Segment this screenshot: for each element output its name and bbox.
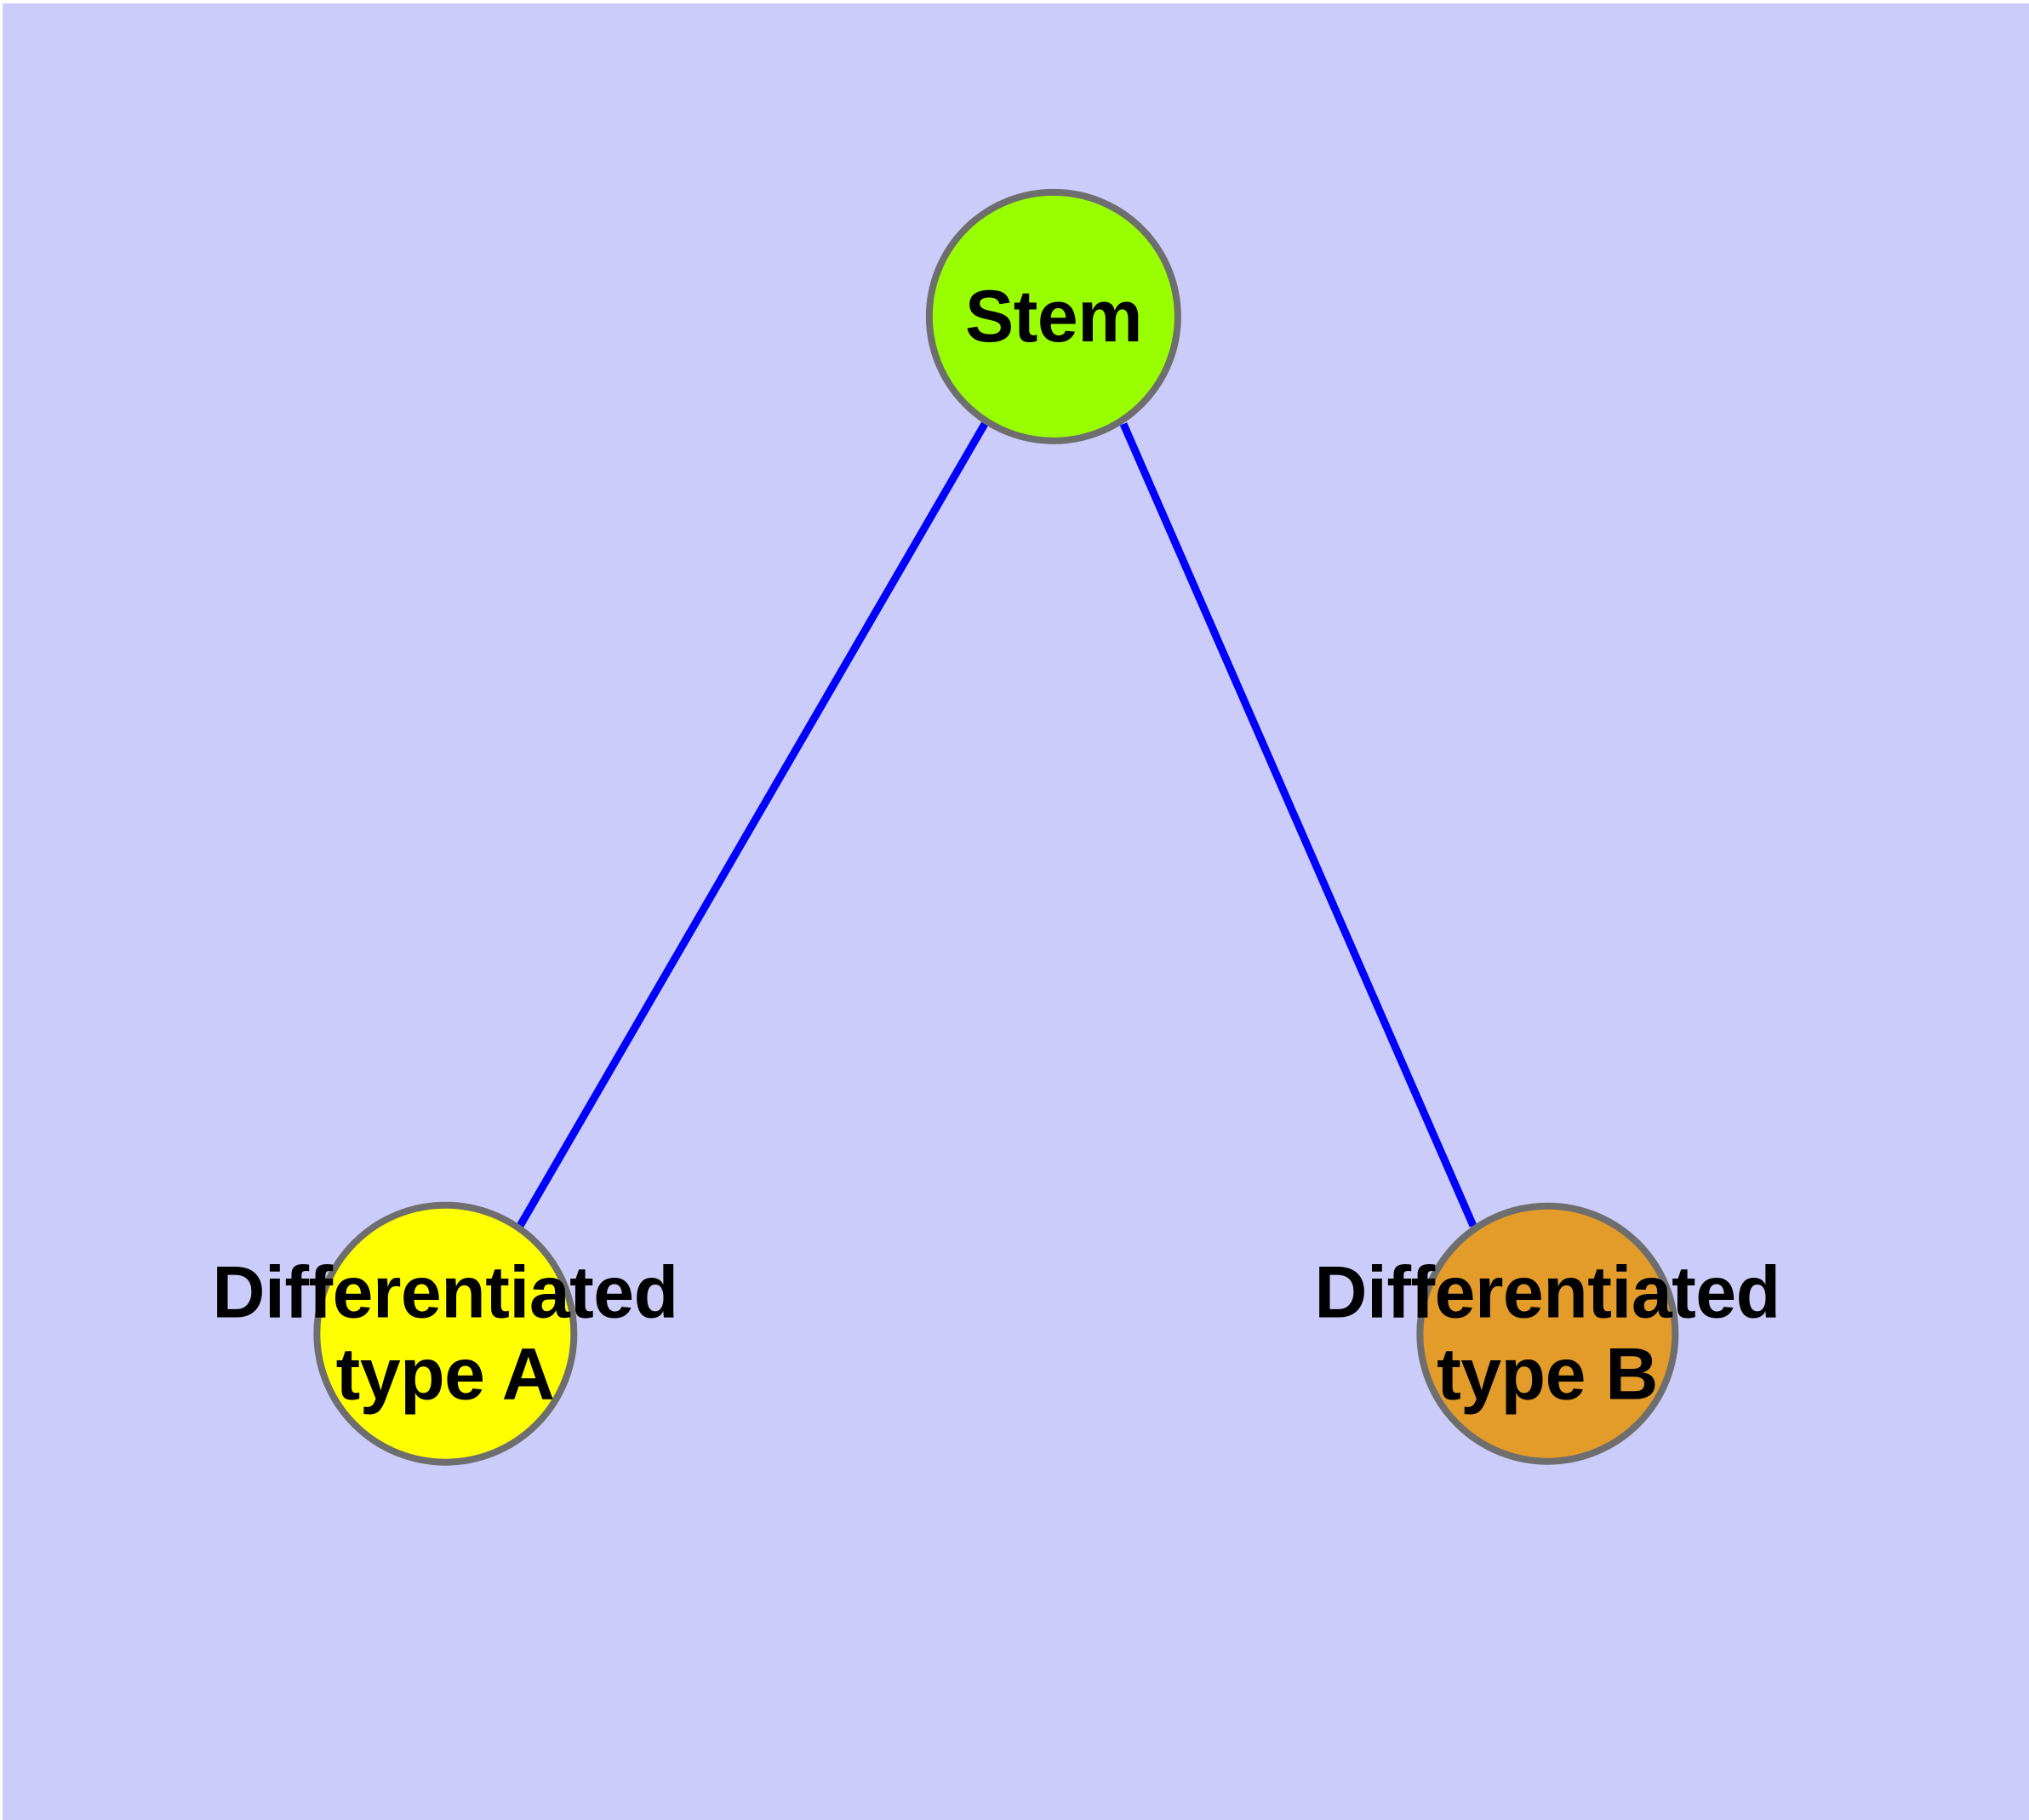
node-label-line: type B [1437,1334,1658,1416]
edge-collection [517,421,1477,1228]
node-circle-stem[interactable] [925,189,1181,444]
node-label-line: Differentiated [1314,1251,1780,1334]
node-label-line: type A [335,1334,555,1416]
edge-stem-to-diff-b [1119,422,1477,1228]
node-label-line: Stem [964,275,1143,358]
edge-stem-to-diff-a [517,421,988,1228]
node-stem[interactable]: Stem [925,189,1181,444]
node-label-line: Differentiated [212,1251,678,1334]
node-circle-diff-a[interactable] [312,1202,577,1466]
node-circle-diff-b[interactable] [1415,1203,1678,1465]
node-label-stem: Stem [964,275,1143,358]
